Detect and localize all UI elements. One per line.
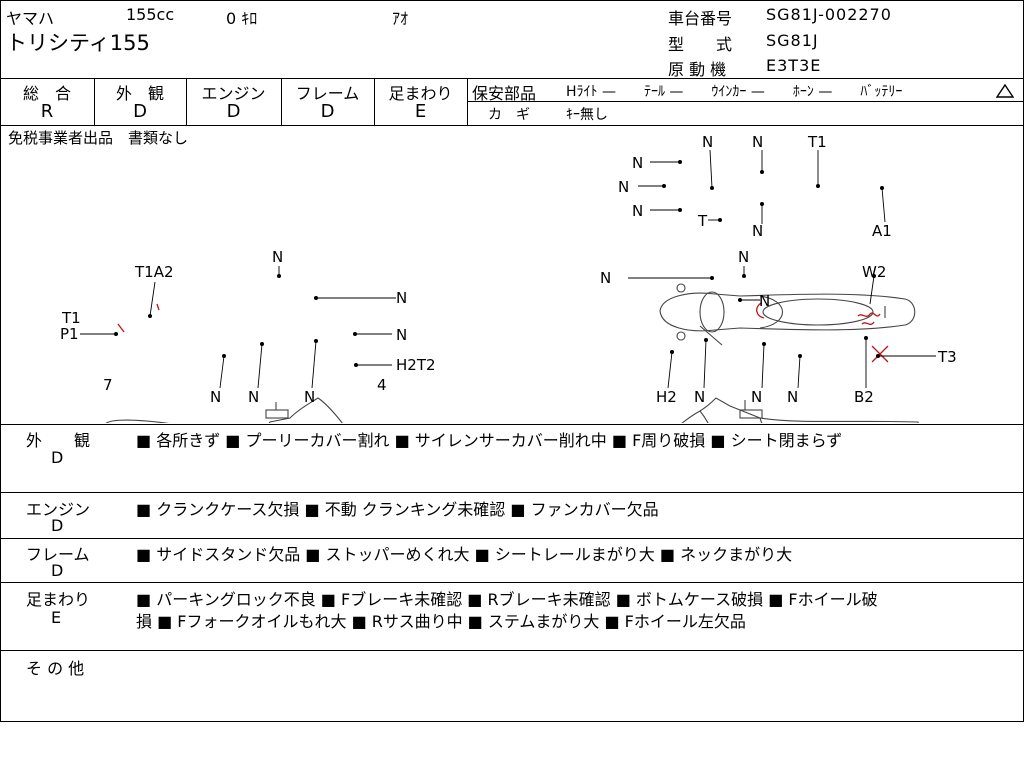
grade-frame-label: フレーム — [295, 84, 360, 103]
grade-overall-label: 総 合 — [22, 84, 71, 103]
section-other-label: そ の 他 — [26, 659, 85, 678]
scooter-right-view — [681, 397, 919, 423]
section-exterior-grade: D — [51, 448, 64, 467]
top-label-n: N — [618, 178, 630, 196]
divider — [467, 101, 1023, 102]
grade-exterior-label: 外 観 — [115, 84, 164, 103]
left-label-4: 4 — [377, 376, 387, 394]
right-label-w2: W2 — [862, 263, 887, 281]
section-exterior-text: ■ 各所きず ■ プーリーカバー割れ ■ サイレンサーカバー削れ中 ■ F周り破… — [136, 431, 843, 450]
section-suspension-grade: E — [51, 608, 62, 627]
top-label-n: N — [752, 222, 764, 240]
section-frame-text: ■ サイドスタンド欠品 ■ ストッパーめくれ大 ■ シートレールまがり大 ■ ネ… — [136, 545, 793, 564]
left-label-h2t2: H2T2 — [396, 356, 436, 374]
color: ｱｵ — [392, 9, 409, 28]
section-suspension-label: 足まわり — [26, 590, 91, 609]
model-name: トリシティ155 — [6, 31, 150, 55]
safety-items: Hﾗｲﾄ — ﾃｰﾙ — ｳｲﾝｶｰ — ﾎｰﾝ — ﾊﾞｯﾃﾘｰ — [566, 84, 903, 100]
left-label-p1: P1 — [60, 325, 79, 343]
frame-no: SG81J-002270 — [766, 5, 892, 24]
top-label-n: N — [632, 154, 644, 172]
section-engine-text: ■ クランクケース欠損 ■ 不動 クランキング未確認 ■ ファンカバー欠品 — [136, 500, 659, 519]
grade-frame-value: D — [320, 101, 335, 122]
right-label-n: N — [759, 292, 771, 310]
grade-suspension-label: 足まわり — [388, 84, 453, 103]
top-label-n: N — [752, 133, 764, 151]
divider — [0, 78, 1023, 79]
engine-value: E3T3E — [766, 56, 822, 75]
divider — [467, 78, 468, 125]
divider — [0, 125, 1023, 126]
section-engine-label: エンジン — [26, 500, 91, 519]
right-label-t3: T3 — [938, 348, 957, 366]
grade-overall-value: R — [40, 101, 54, 122]
left-label-n: N — [248, 388, 260, 406]
divider — [94, 78, 95, 125]
section-frame-grade: D — [51, 561, 64, 580]
top-label-a1: A1 — [872, 222, 892, 240]
grade-engine-value: D — [226, 101, 241, 122]
section-exterior-label: 外 観 — [26, 431, 91, 450]
section-suspension-text: 損 ■ Fフォークオイルもれ大 ■ Rサス曲り中 ■ ステムまがり大 ■ Fホイ… — [136, 612, 746, 631]
divider — [0, 492, 1023, 493]
right-label-n: N — [751, 388, 763, 406]
left-label-t1a2: T1A2 — [135, 263, 174, 281]
key-label: カ ギ — [488, 107, 530, 123]
left-label-n: N — [272, 248, 284, 266]
divider — [0, 582, 1023, 583]
section-suspension-text: ■ パーキングロック不良 ■ Fブレーキ未確認 ■ Rブレーキ未確認 ■ ボトム… — [136, 590, 878, 609]
divider — [186, 78, 187, 125]
scooter-top-view — [659, 283, 916, 346]
scooter-left-view — [105, 397, 343, 423]
grade-exterior-value: D — [133, 101, 147, 122]
damage-diagram — [80, 149, 936, 423]
frame-no-label: 車台番号 — [668, 9, 733, 28]
left-label-t1: T1 — [62, 309, 81, 327]
note: 免税事業者出品 書類なし — [8, 129, 189, 147]
right-label-h2: H2 — [656, 388, 677, 406]
divider — [0, 650, 1023, 651]
left-label-n: N — [210, 388, 222, 406]
divider — [0, 424, 1023, 425]
maker: ヤマハ — [6, 9, 55, 28]
left-label-7: 7 — [103, 376, 113, 394]
divider — [0, 538, 1023, 539]
top-label-t1: T1 — [808, 133, 827, 151]
left-label-n: N — [396, 326, 408, 344]
right-label-b2: B2 — [854, 388, 874, 406]
section-engine-grade: D — [51, 516, 64, 535]
key-value: ｷｰ無し — [566, 107, 608, 123]
divider — [374, 78, 375, 125]
grade-suspension-value: E — [414, 101, 427, 122]
left-label-n: N — [396, 289, 408, 307]
right-label-n: N — [787, 388, 799, 406]
top-label-t: T — [698, 212, 708, 230]
top-label-n: N — [702, 133, 714, 151]
engine-label: 原 動 機 — [668, 60, 727, 79]
section-frame-label: フレーム — [26, 545, 90, 564]
right-label-n: N — [600, 269, 612, 287]
triangle-icon — [996, 84, 1014, 98]
right-label-n: N — [738, 248, 750, 266]
type-label: 型 式 — [668, 35, 733, 54]
safety-label: 保安部品 — [472, 84, 537, 103]
displacement: 155cc — [126, 5, 175, 24]
top-label-n: N — [632, 202, 644, 220]
divider — [281, 78, 282, 125]
type-value: SG81J — [766, 31, 819, 50]
mileage: 0 ｷﾛ — [226, 9, 258, 28]
left-label-n: N — [304, 388, 316, 406]
grade-engine-label: エンジン — [201, 84, 266, 103]
right-label-n: N — [694, 388, 706, 406]
